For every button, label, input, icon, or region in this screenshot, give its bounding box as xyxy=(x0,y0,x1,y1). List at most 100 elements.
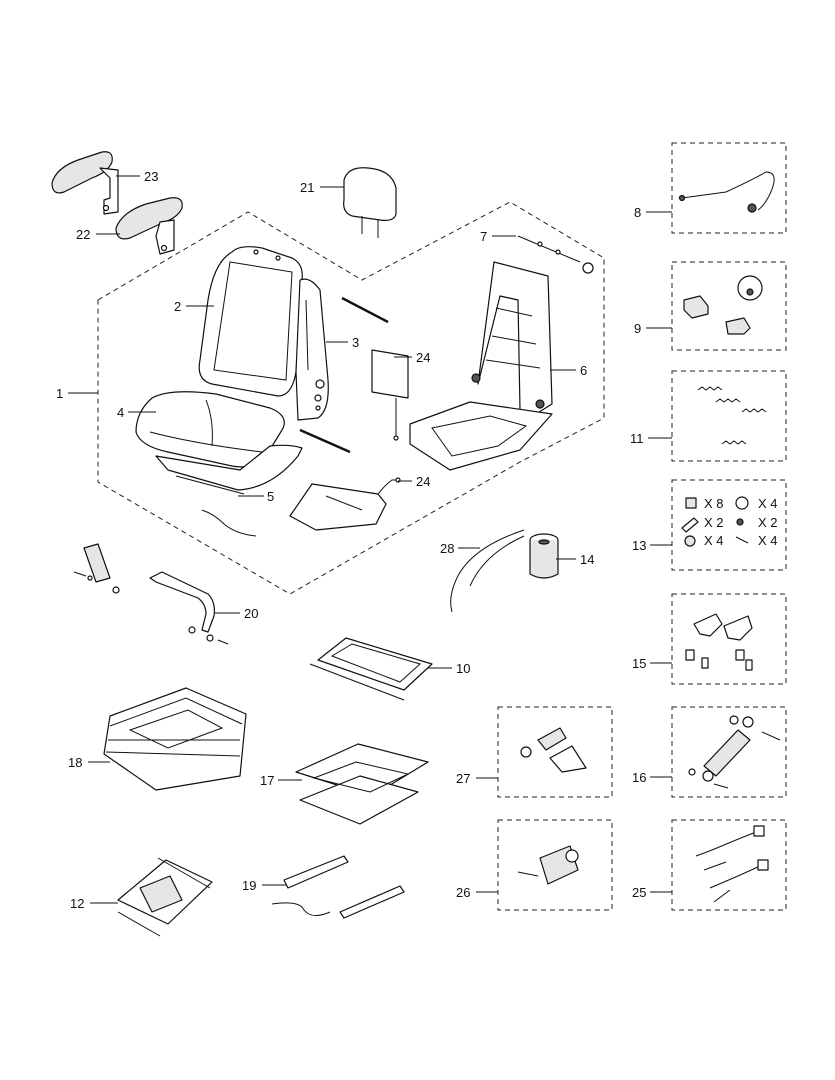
callout-label-9: 9 xyxy=(634,321,641,336)
air-hose-part xyxy=(450,529,525,613)
callout-10: 10 xyxy=(428,661,470,676)
kit-8-cable xyxy=(678,171,775,213)
callout-5: 5 xyxy=(238,489,274,504)
scissor-mechanism-part xyxy=(117,857,213,937)
kit-box-16 xyxy=(671,706,787,798)
callout-15: 15 xyxy=(632,656,672,671)
callout-16: 16 xyxy=(632,770,672,785)
callout-7: 7 xyxy=(480,229,516,244)
kit-box-25 xyxy=(671,819,787,911)
heating-mat-part xyxy=(289,477,401,531)
callout-label-24-lower: 24 xyxy=(416,474,430,489)
headrest-part xyxy=(343,167,397,238)
kit-box-13 xyxy=(671,479,787,571)
kit-13-qty-6: X 4 xyxy=(758,533,778,548)
callout-22: 22 xyxy=(76,227,120,242)
callout-20: 20 xyxy=(214,606,258,621)
callout-label-4: 4 xyxy=(117,405,124,420)
trim-rod-lower xyxy=(299,428,351,454)
kit-box-27 xyxy=(497,706,613,798)
callout-label-25: 25 xyxy=(632,885,646,900)
callout-9: 9 xyxy=(634,321,672,336)
kit-13-qty-4: X 2 xyxy=(758,515,778,530)
callout-label-20: 20 xyxy=(244,606,258,621)
callout-12: 12 xyxy=(70,896,118,911)
adjust-lever-part xyxy=(517,235,594,274)
callout-14: 14 xyxy=(556,552,594,567)
callout-4: 4 xyxy=(117,405,156,420)
callout-21: 21 xyxy=(300,180,344,195)
callout-28: 28 xyxy=(440,541,480,556)
callout-label-12: 12 xyxy=(70,896,84,911)
callout-3: 3 xyxy=(326,335,359,350)
kit-16-shock-absorber xyxy=(688,715,781,789)
callout-27: 27 xyxy=(456,771,498,786)
seat-frame-part xyxy=(409,261,553,471)
kit-13-hardware xyxy=(681,496,749,547)
kit-15-brackets xyxy=(685,613,753,671)
kit-box-11 xyxy=(671,370,787,462)
callout-label-3: 3 xyxy=(352,335,359,350)
kit-13-qty-3: X 2 xyxy=(704,515,724,530)
callout-2: 2 xyxy=(174,299,214,314)
kit-25-wiring xyxy=(695,825,769,903)
callout-label-27: 27 xyxy=(456,771,470,786)
seat-belt-part xyxy=(73,543,120,594)
compressor-part xyxy=(529,533,559,579)
backrest-shell-part xyxy=(295,278,329,421)
callout-label-23: 23 xyxy=(144,169,158,184)
seat-wire-part xyxy=(201,509,257,537)
kit-box-8 xyxy=(671,142,787,234)
callout-label-24-upper: 24 xyxy=(416,350,430,365)
callout-24-lower: 24 xyxy=(398,474,430,489)
callout-label-14: 14 xyxy=(580,552,594,567)
suspension-unit-part xyxy=(295,743,429,825)
backrest-panel-part xyxy=(371,349,409,441)
callout-label-5: 5 xyxy=(267,489,274,504)
callout-26: 26 xyxy=(456,885,498,900)
callout-18: 18 xyxy=(68,755,110,770)
callout-25: 25 xyxy=(632,885,672,900)
seat-pan-part xyxy=(155,444,303,495)
callout-label-18: 18 xyxy=(68,755,82,770)
callout-19: 19 xyxy=(242,878,286,893)
callout-label-2: 2 xyxy=(174,299,181,314)
armrest-right-part xyxy=(51,151,119,215)
callout-1: 1 xyxy=(56,386,98,401)
kit-11-springs xyxy=(697,386,767,445)
kit-box-26 xyxy=(497,819,613,911)
callout-8: 8 xyxy=(634,205,672,220)
callout-label-11: 11 xyxy=(630,431,644,446)
callout-label-21: 21 xyxy=(300,180,314,195)
callout-label-8: 8 xyxy=(634,205,641,220)
callout-6: 6 xyxy=(550,363,587,378)
suspension-bellows-part xyxy=(103,687,247,791)
callout-13: 13 xyxy=(632,538,672,553)
callout-label-13: 13 xyxy=(632,538,646,553)
callout-24-upper: 24 xyxy=(394,350,430,365)
seat-rails-part xyxy=(271,855,405,919)
callout-label-22: 22 xyxy=(76,227,90,242)
callout-label-10: 10 xyxy=(456,661,470,676)
callout-17: 17 xyxy=(260,773,302,788)
callout-label-17: 17 xyxy=(260,773,274,788)
callout-label-16: 16 xyxy=(632,770,646,785)
callout-23: 23 xyxy=(116,169,158,184)
callout-label-15: 15 xyxy=(632,656,646,671)
armrest-left-part xyxy=(115,197,183,255)
callout-label-1: 1 xyxy=(56,386,63,401)
trim-rod-upper xyxy=(341,296,389,324)
kit-box-15 xyxy=(671,593,787,685)
kit-box-9 xyxy=(671,261,787,351)
kit-26-motor xyxy=(517,845,579,885)
kit-9-knobs xyxy=(683,275,763,335)
kit-13-qty-2: X 4 xyxy=(758,496,778,511)
callout-label-19: 19 xyxy=(242,878,256,893)
kit-13-qty-1: X 8 xyxy=(704,496,724,511)
callout-label-6: 6 xyxy=(580,363,587,378)
callout-label-26: 26 xyxy=(456,885,470,900)
slide-rail-part xyxy=(309,637,433,701)
kit-13-qty-5: X 4 xyxy=(704,533,724,548)
callout-11: 11 xyxy=(630,431,672,446)
